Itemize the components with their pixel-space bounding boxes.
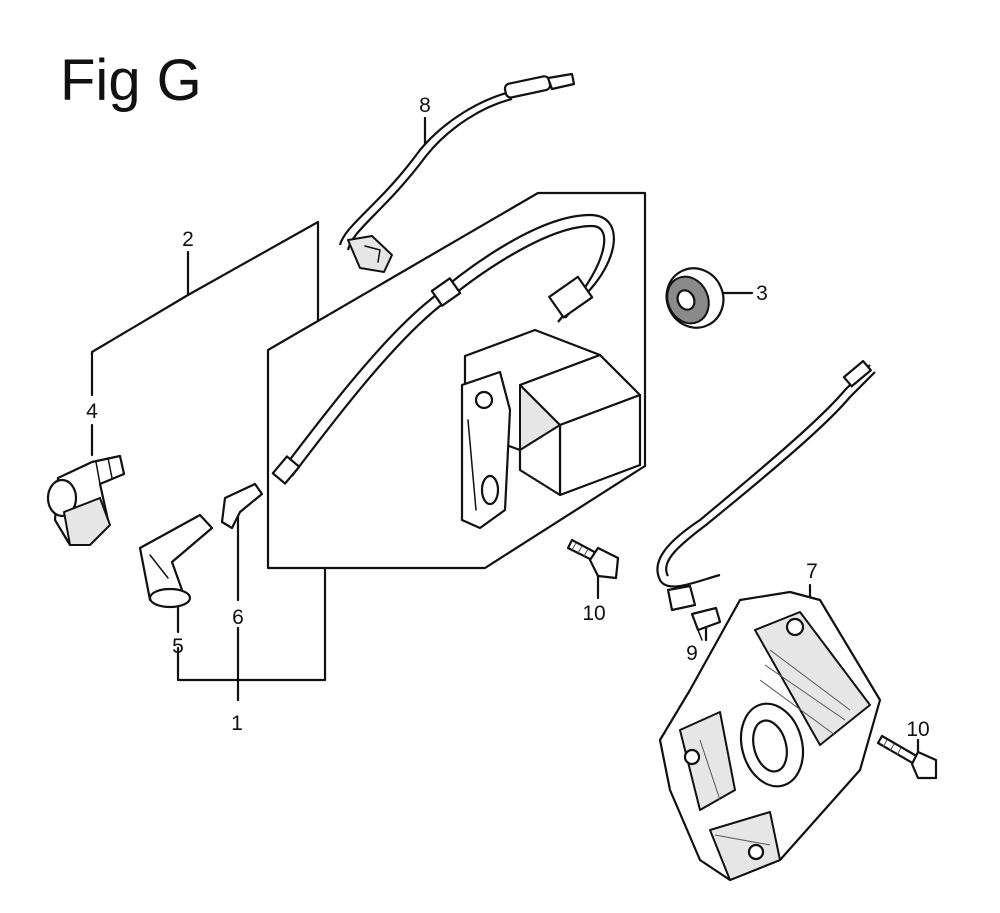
callout-6: 6 — [232, 606, 244, 629]
bolt-lower — [876, 734, 938, 780]
screw-small — [690, 606, 722, 641]
callout-7: 7 — [806, 560, 818, 583]
callout-10-lower: 10 — [906, 718, 929, 741]
callout-3: 3 — [756, 282, 768, 305]
callout-labels: 1 2 3 4 5 6 7 8 9 10 10 — [86, 94, 930, 741]
ignition-coil — [271, 213, 642, 530]
grommet — [665, 267, 725, 329]
callout-10-upper: 10 — [582, 602, 605, 625]
callout-4: 4 — [86, 400, 98, 423]
exciter-coil — [656, 359, 882, 882]
terminal — [220, 482, 264, 530]
ground-wire — [338, 72, 576, 273]
callout-8: 8 — [419, 94, 431, 117]
figure-title: Fig G — [60, 48, 202, 113]
bracket-lines — [90, 116, 920, 762]
callout-2: 2 — [182, 228, 194, 251]
plug-boot — [138, 513, 214, 609]
callout-5: 5 — [172, 635, 184, 658]
bolt-upper — [566, 538, 620, 580]
callout-1: 1 — [231, 712, 243, 735]
callout-9: 9 — [686, 642, 698, 665]
spark-plug-cap — [46, 454, 126, 547]
